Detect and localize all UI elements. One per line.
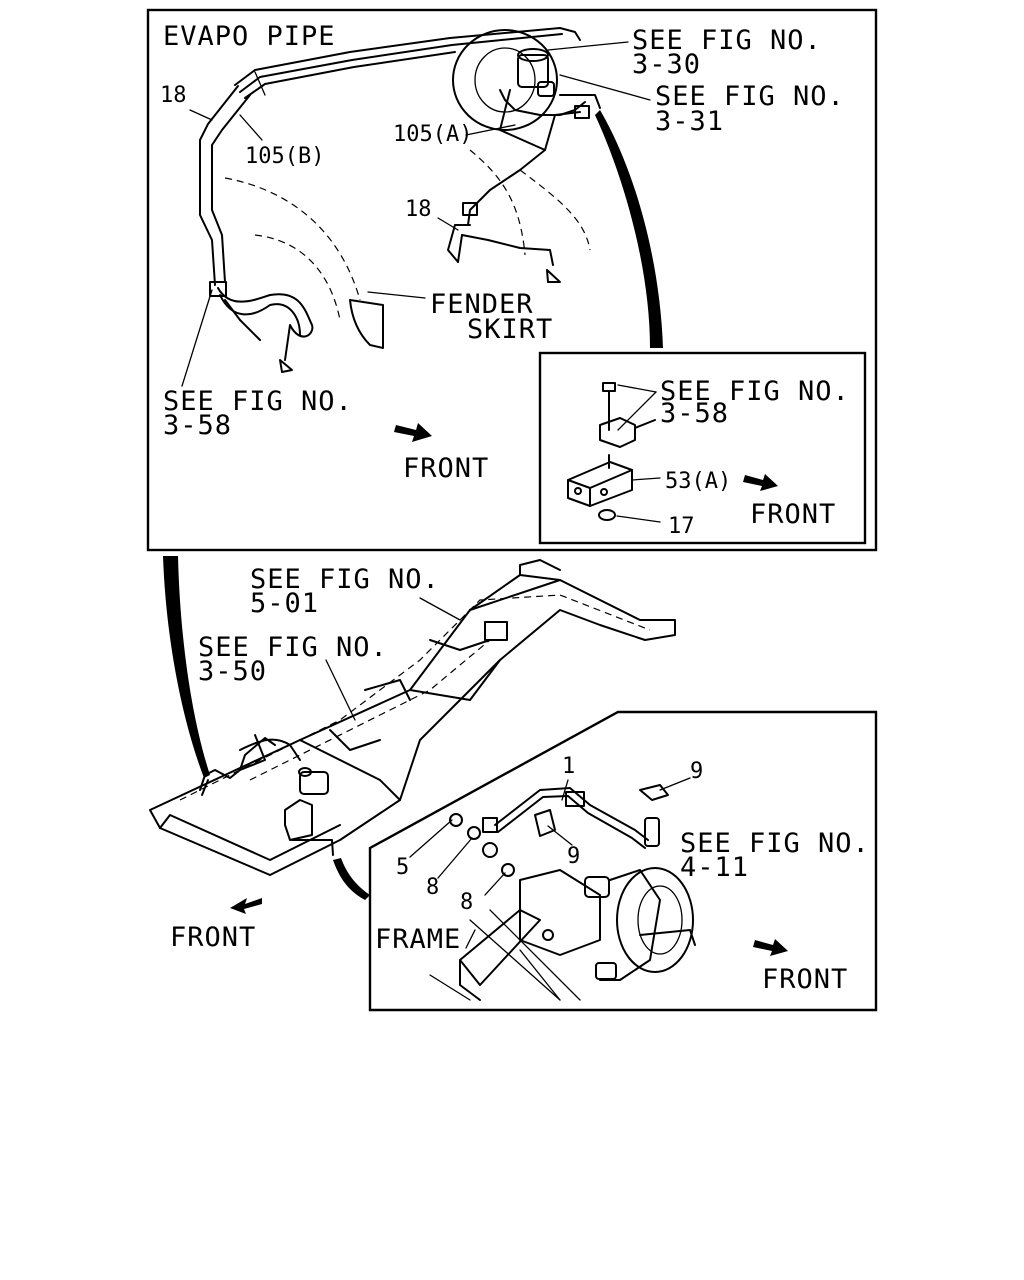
ref-4-11-line1: SEE FIG NO. <box>680 828 870 859</box>
frame-label: FRAME <box>375 924 461 955</box>
ref-4-11-line2: 4-11 <box>680 852 749 883</box>
evapo-pipe-label: EVAPO PIPE <box>163 21 336 52</box>
bracket-53a-drawing <box>567 382 656 521</box>
ref-3-50-line2: 3-50 <box>198 656 267 687</box>
chassis-frame <box>149 559 676 900</box>
part-17-label: 17 <box>668 514 695 539</box>
fittings <box>449 813 515 877</box>
inset-bottom-border <box>368 710 878 1012</box>
ref-3-58-line2: 3-58 <box>163 410 232 441</box>
fender-label-line2: SKIRT <box>467 314 553 345</box>
inset-ref-3-58-line2: 3-58 <box>660 398 729 429</box>
brake-pipes-top <box>199 27 601 373</box>
inset-top: SEE FIG NO. 3-58 53(A) 17 FRONT <box>538 351 867 545</box>
ref-5-01-line2: 5-01 <box>250 588 319 619</box>
part-18-mid-label: 18 <box>405 197 432 222</box>
ref-3-30-line1: SEE FIG NO. <box>632 25 822 56</box>
ref-3-30-line2: 3-30 <box>632 49 701 80</box>
part-105a-label: 105(A) <box>393 122 472 147</box>
part-105b-label: 105(B) <box>245 144 324 169</box>
fender-label-line1: FENDER <box>430 289 534 320</box>
front-arrow-icon <box>230 898 262 914</box>
part-8-b-label: 8 <box>460 890 473 915</box>
ref-3-50-line1: SEE FIG NO. <box>198 632 388 663</box>
bottom-front-label: FRONT <box>170 922 256 953</box>
part-8-a-label: 8 <box>426 875 439 900</box>
brake-hose-1 <box>494 784 669 849</box>
front-arrow-icon <box>394 423 432 442</box>
part-1-label: 1 <box>562 754 575 779</box>
part-5-label: 5 <box>396 855 409 880</box>
inset-top-front-label: FRONT <box>750 499 836 530</box>
ref-3-58-line1: SEE FIG NO. <box>163 386 353 417</box>
ref-3-31-line1: SEE FIG NO. <box>655 81 845 112</box>
callout-leader-icon <box>163 556 210 778</box>
top-panel: EVAPO PIPE SEE FIG NO. 3-30 SEE FIG NO. … <box>146 8 878 552</box>
top-front-label: FRONT <box>403 453 489 484</box>
booster-bottom <box>519 867 696 981</box>
top-leaders <box>181 41 651 387</box>
inset-bottom-front-label: FRONT <box>762 964 848 995</box>
front-arrow-icon <box>743 474 778 491</box>
inset-bottom: 1 9 9 5 8 8 SEE FIG NO. 4-11 FRAME FRONT <box>368 710 878 1012</box>
part-9-top-label: 9 <box>690 759 703 784</box>
top-panel-border <box>146 8 878 552</box>
part-18-left-label: 18 <box>160 83 187 108</box>
frame-member <box>429 909 581 1001</box>
inset-ref-3-58-line1: SEE FIG NO. <box>660 376 850 407</box>
part-9-mid-label: 9 <box>567 844 580 869</box>
part-53a-label: 53(A) <box>665 469 731 494</box>
bottom-section: SEE FIG NO. 5-01 SEE FIG NO. 3-50 FRONT <box>149 556 878 1012</box>
ref-5-01-line1: SEE FIG NO. <box>250 564 440 595</box>
callout-leader-icon <box>595 110 663 348</box>
ref-3-31-line2: 3-31 <box>655 106 724 137</box>
front-arrow-icon <box>753 939 788 956</box>
fender-skirt-shape <box>224 149 591 349</box>
brake-booster-top <box>452 29 558 131</box>
inset-top-border <box>538 351 867 545</box>
